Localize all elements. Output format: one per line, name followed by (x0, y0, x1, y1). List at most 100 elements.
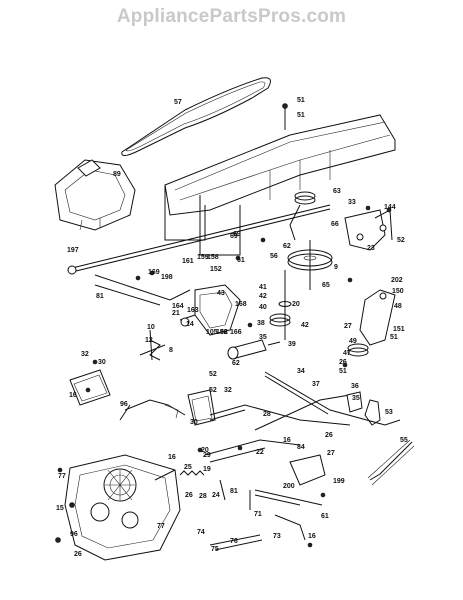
part-label: 105 (206, 329, 218, 336)
part-label: 20 (201, 447, 209, 454)
part-label: 47 (343, 350, 351, 357)
part-label: 61 (237, 257, 245, 264)
part-label: 52 (209, 387, 217, 394)
part-label: 82 (220, 329, 228, 336)
part-label: 49 (349, 338, 357, 345)
part-label: 77 (58, 473, 66, 480)
part-label: 73 (273, 533, 281, 540)
part-label: 51 (339, 368, 347, 375)
part-label: 27 (327, 450, 335, 457)
part-label: 74 (197, 529, 205, 536)
part-label: 8 (169, 347, 173, 354)
part-label: 14 (186, 321, 194, 328)
chassis-frame (164, 114, 396, 216)
part-label: 36 (351, 383, 359, 390)
part-label: 200 (283, 483, 295, 490)
part-label: 164 (172, 303, 184, 310)
part-label: 16 (283, 437, 291, 444)
part-label: 150 (392, 288, 404, 295)
spring (369, 441, 413, 481)
part-label: 81 (230, 488, 238, 495)
part-label: 10 (147, 324, 155, 331)
part-label: 25 (184, 464, 192, 471)
part-label: 53 (385, 409, 393, 416)
part-label: 42 (301, 322, 309, 329)
part-label: 77 (157, 523, 165, 530)
part-label: 29 (203, 452, 211, 459)
part-label: 198 (161, 274, 173, 281)
part-label: 62 (232, 360, 240, 367)
part-label: 81 (96, 293, 104, 300)
part-label: 28 (263, 411, 271, 418)
part-label: 57 (174, 99, 182, 106)
part-label: 32 (224, 387, 232, 394)
part-label: 51 (297, 97, 305, 104)
part-label: 38 (257, 320, 265, 327)
part-label: 151 (393, 326, 405, 333)
part-label: 69 (233, 231, 241, 238)
part-label: 37 (312, 381, 320, 388)
brake-rod (264, 371, 401, 426)
part-label: 52 (397, 237, 405, 244)
part-label: 66 (331, 221, 339, 228)
part-label: 40 (259, 304, 267, 311)
part-label: 161 (182, 258, 194, 265)
part-label: 30 (98, 359, 106, 366)
part-label: 26 (74, 551, 82, 558)
part-label: 21 (172, 310, 180, 317)
part-label: 15 (56, 505, 64, 512)
part-label: 27 (344, 323, 352, 330)
part-label: 16 (69, 392, 77, 399)
part-label: 16 (308, 533, 316, 540)
part-label: 55 (400, 437, 408, 444)
part-label: 16 (168, 454, 176, 461)
part-label: 76 (230, 538, 238, 545)
part-label: 41 (259, 284, 267, 291)
part-label: 96 (70, 531, 78, 538)
part-label: 39 (288, 341, 296, 348)
part-label: 96 (120, 401, 128, 408)
part-label: 33 (348, 199, 356, 206)
part-label: 158 (216, 329, 228, 336)
part-label: 199 (333, 478, 345, 485)
part-label: 26 (339, 359, 347, 366)
part-label: 48 (394, 303, 402, 310)
part-label: 158 (207, 254, 219, 261)
part-label: 75 (211, 546, 219, 553)
part-label: 166 (230, 329, 242, 336)
idler-bracket (344, 209, 386, 251)
part-label: 168 (235, 301, 247, 308)
pedal-bracket (187, 389, 216, 426)
part-label: 51 (297, 112, 305, 119)
part-label: 69 (230, 233, 238, 240)
part-label: 63 (333, 188, 341, 195)
part-label: 61 (321, 513, 329, 520)
part-label: 71 (254, 511, 262, 518)
part-label: 9 (334, 264, 338, 271)
part-label: 19 (203, 466, 211, 473)
part-label: 23 (367, 245, 375, 252)
part-label: 24 (212, 492, 220, 499)
watermark: AppliancePartsPros.com (116, 6, 347, 27)
part-label: 202 (391, 277, 403, 284)
part-label: 169 (148, 269, 160, 276)
part-label: 30 (190, 419, 198, 426)
part-label: 62 (283, 243, 291, 250)
brake-pedal-lever (124, 399, 186, 416)
part-label: 35 (352, 395, 360, 402)
parts-drawing (54, 77, 415, 561)
drive-belt (121, 77, 271, 156)
part-label: 12 (145, 337, 153, 344)
part-label: 26 (325, 432, 333, 439)
part-label: 22 (256, 449, 264, 456)
part-label: 26 (185, 492, 193, 499)
part-label: 20 (292, 301, 300, 308)
part-label: 144 (384, 204, 396, 211)
part-label: 89 (113, 171, 121, 178)
idler-arm (359, 289, 396, 346)
part-label: 32 (81, 351, 89, 358)
part-label: 28 (199, 493, 207, 500)
part-label: 42 (259, 293, 267, 300)
